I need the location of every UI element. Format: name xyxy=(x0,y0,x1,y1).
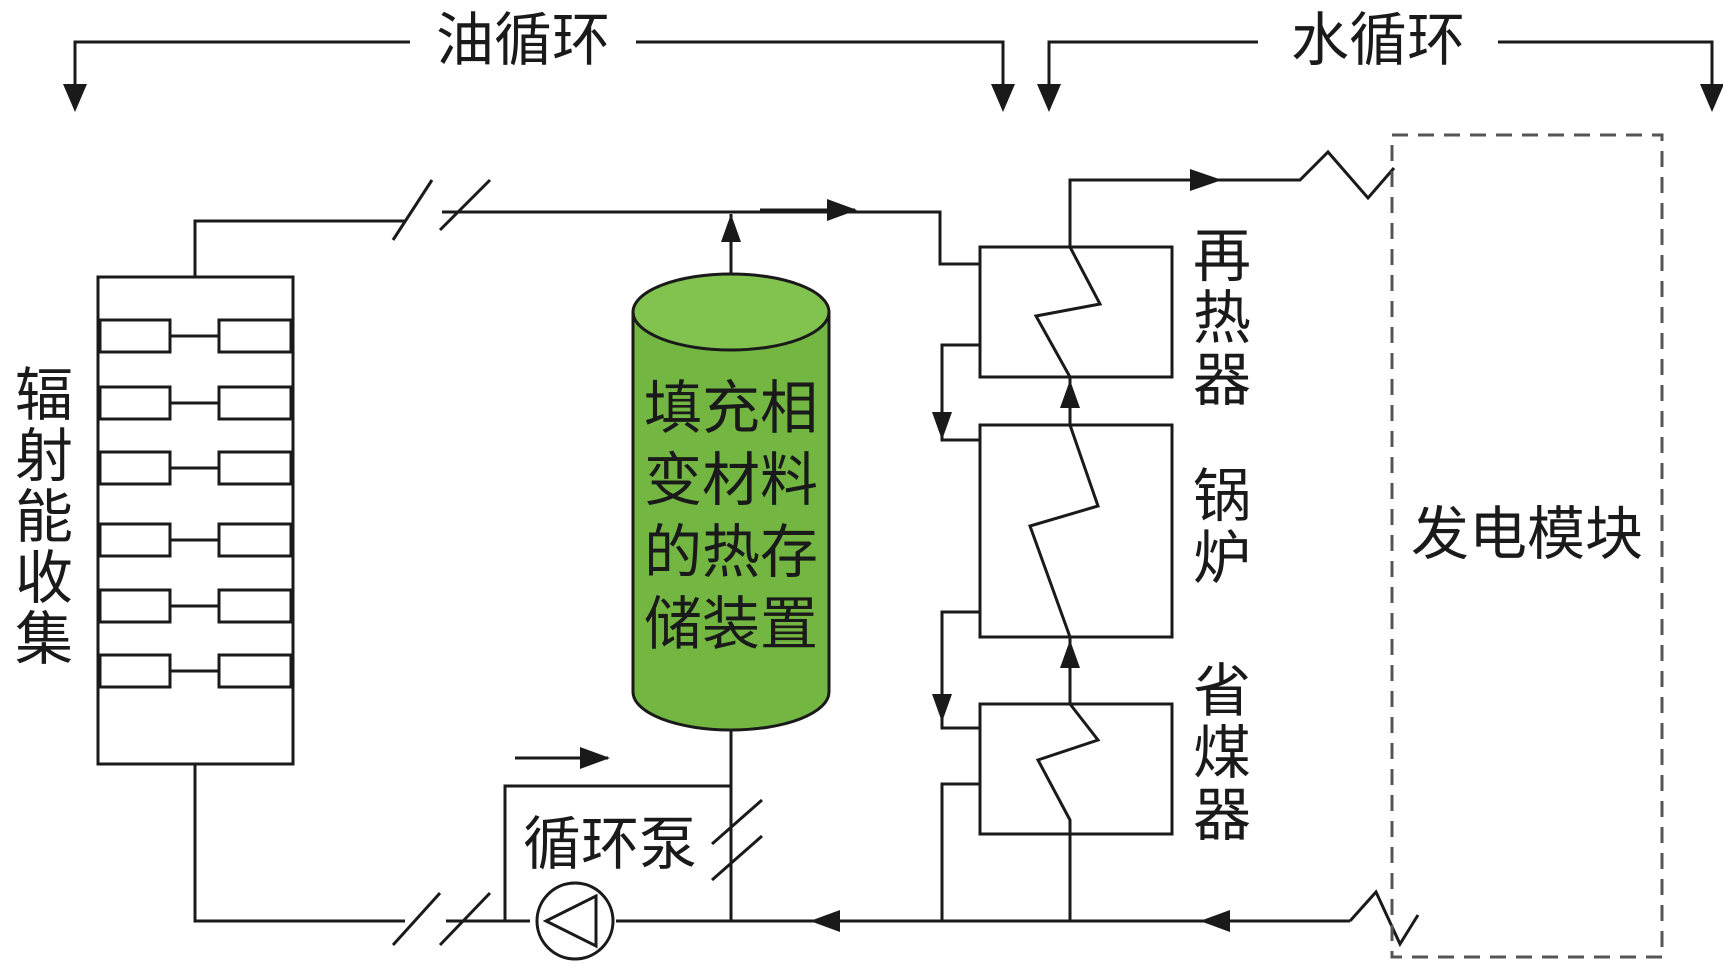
collector-tube-row xyxy=(98,522,293,558)
collector-tube-row xyxy=(98,318,293,354)
oil-loop-bracket: 油循环 xyxy=(63,6,1015,112)
pipe-break-mark xyxy=(711,798,763,846)
water-bracket-left xyxy=(1047,40,1258,108)
pump-label: 循环泵 xyxy=(523,810,697,878)
boiler-coil xyxy=(1028,424,1100,638)
svg-text:辐: 辐 xyxy=(15,361,73,429)
economizer-oil-outlet xyxy=(940,782,980,921)
pipe-break-mark xyxy=(438,891,492,947)
collector-inlet-pipe xyxy=(193,764,405,923)
water-loop-bracket: 水循环 xyxy=(1037,6,1723,112)
collector-frame xyxy=(96,275,295,766)
water-up-arrow xyxy=(1060,380,1080,408)
water-bracket-left-arrow xyxy=(1037,84,1061,112)
thermal-storage-tank: 填充相 变材料 的热存 储装置 xyxy=(631,272,831,732)
collector-tube-row xyxy=(98,653,293,689)
pipe-break-mark xyxy=(711,834,763,882)
pump-icon xyxy=(535,881,615,961)
oil-connector-boiler-economizer xyxy=(940,610,980,730)
svg-text:热: 热 xyxy=(1193,284,1251,352)
steam-to-power-pipe xyxy=(1212,149,1396,201)
svg-text:填充相: 填充相 xyxy=(644,374,818,442)
oil-return-arrow xyxy=(810,910,840,932)
water-up-arrow xyxy=(1060,640,1080,668)
svg-text:再: 再 xyxy=(1193,222,1251,290)
storage-tank-body xyxy=(631,310,831,732)
steam-outlet-arrow xyxy=(1190,169,1222,191)
steam-outlet-pipe xyxy=(1068,178,1200,247)
svg-text:集: 集 xyxy=(15,605,73,673)
oil-bracket-right xyxy=(636,40,1005,108)
hot-oil-supply-pipe xyxy=(442,210,980,266)
circulation-pump: 循环泵 xyxy=(523,810,697,961)
oil-bracket-left-arrow xyxy=(63,84,87,112)
heat-exchanger-stack: 再 热 器 锅 炉 省 煤 器 xyxy=(932,149,1420,948)
storage-label: 填充相 变材料 的热存 储装置 xyxy=(644,374,818,658)
svg-text:变材料: 变材料 xyxy=(644,446,818,514)
economizer-label: 省 煤 器 xyxy=(1193,657,1251,849)
boiler-label: 锅 炉 xyxy=(1193,462,1251,592)
water-return-arrow xyxy=(1200,910,1230,932)
pipe-break-mark xyxy=(391,891,442,947)
pipe-break-mark xyxy=(438,178,492,232)
pipe-break-mark xyxy=(391,179,434,241)
pump-bypass-pipe xyxy=(503,784,731,921)
reheater-box xyxy=(978,245,1174,379)
storage-outlet-arrow xyxy=(721,214,741,242)
water-loop-label: 水循环 xyxy=(1291,6,1465,74)
reheater-coil xyxy=(1033,246,1103,378)
water-bracket-right xyxy=(1498,40,1714,108)
oil-loop-piping xyxy=(193,178,1350,947)
collector-label: 辐 射 能 收 集 xyxy=(15,361,73,673)
power-module-label: 发电模块 xyxy=(1411,500,1643,568)
boiler-box xyxy=(978,423,1174,639)
pump-triangle-icon xyxy=(542,893,598,949)
svg-text:器: 器 xyxy=(1193,346,1251,414)
power-module-box xyxy=(1390,133,1664,959)
collector-tube-row xyxy=(98,450,293,486)
power-generation-module: 发电模块 xyxy=(1390,133,1664,959)
collector-tube-row xyxy=(98,385,293,421)
svg-text:收: 收 xyxy=(15,544,73,612)
svg-text:能: 能 xyxy=(15,483,73,551)
oil-loop-label: 油循环 xyxy=(436,6,610,74)
water-from-power-pipe xyxy=(1348,889,1420,948)
oil-down-arrow xyxy=(932,694,952,722)
svg-text:煤: 煤 xyxy=(1193,719,1251,787)
svg-text:锅: 锅 xyxy=(1193,462,1251,530)
radiation-collector: 辐 射 能 收 集 xyxy=(15,275,295,766)
oil-connector-reheater-boiler xyxy=(940,343,980,442)
svg-text:的热存: 的热存 xyxy=(644,518,818,586)
storage-tank-top xyxy=(631,272,831,352)
collector-outlet-pipe xyxy=(193,219,405,277)
svg-text:射: 射 xyxy=(15,422,73,490)
oil-bracket-left xyxy=(73,40,410,108)
oil-down-arrow xyxy=(932,412,952,440)
svg-text:储装置: 储装置 xyxy=(644,590,818,658)
svg-text:器: 器 xyxy=(1193,781,1251,849)
economizer-coil xyxy=(1035,703,1101,921)
economizer-box xyxy=(978,702,1174,836)
collector-tube-row xyxy=(98,588,293,624)
svg-text:炉: 炉 xyxy=(1193,524,1251,592)
svg-text:省: 省 xyxy=(1193,657,1251,725)
oil-bracket-right-arrow xyxy=(991,84,1015,112)
water-bracket-right-arrow xyxy=(1700,84,1723,112)
reheater-label: 再 热 器 xyxy=(1193,222,1251,414)
